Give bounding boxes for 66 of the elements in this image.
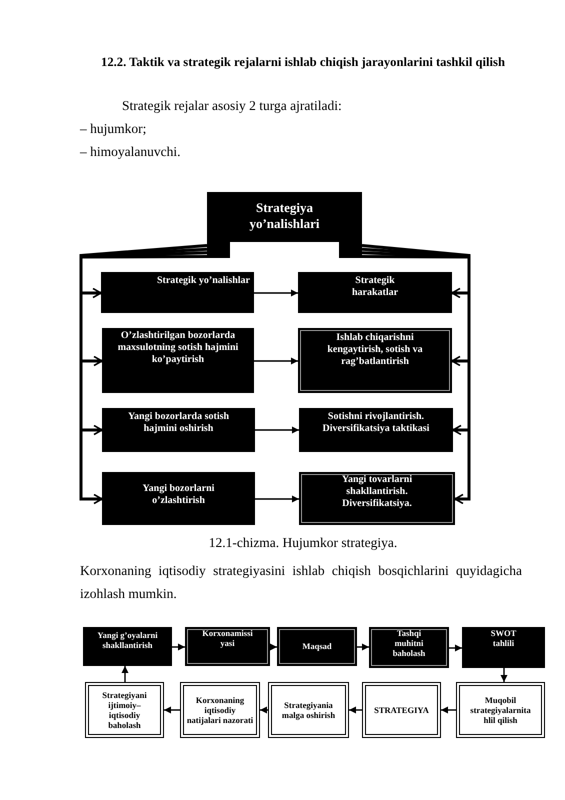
node-label: Maqsad	[302, 641, 332, 652]
process-box	[299, 472, 455, 525]
process-box	[369, 627, 449, 668]
node-label: Strategiya yo’nalishlari	[248, 200, 321, 232]
process-box	[102, 408, 255, 452]
arrow	[349, 706, 362, 714]
process-box	[299, 408, 453, 452]
process-box	[298, 272, 452, 313]
node-label: Sotishni rivojlantirish. Diversifikatsiya taktikasi	[322, 411, 430, 435]
process-box	[101, 272, 254, 313]
arrow	[441, 706, 456, 714]
node-label: Strategik yo’nalishlar	[156, 275, 250, 287]
arrow	[254, 358, 298, 364]
node-label: Ishlab chiqarishni kengaytirish, sotish va rag’batlantirish	[326, 332, 424, 368]
list-item: – hujumkor;	[80, 121, 146, 137]
node-label: Muqobil strategiyalarnita hlil qilish	[469, 694, 532, 726]
arrow	[449, 644, 462, 652]
arrow	[500, 668, 508, 682]
process-box	[102, 472, 255, 525]
arrow	[255, 496, 299, 502]
node-label: Korxonamissi yasi	[201, 628, 254, 648]
process-box	[277, 627, 357, 666]
arrow	[357, 644, 369, 650]
arrow	[80, 244, 208, 298]
arrow	[80, 255, 207, 504]
node-label: Korxonaning iqtisodiy natijalari nazorati	[186, 694, 254, 726]
arrow	[80, 251, 208, 436]
arrow	[362, 251, 470, 436]
heading-box	[207, 192, 362, 258]
node-label: SWOT tahlili	[490, 628, 518, 648]
arrow	[80, 248, 208, 366]
arrow	[255, 426, 299, 434]
process-box	[102, 328, 254, 393]
process-box	[362, 682, 441, 738]
node-label: Yangi bozorlarda sotish hajmini oshirish	[126, 411, 230, 435]
process-box	[83, 627, 172, 666]
list-item: – himoyalanuvchi.	[80, 144, 180, 160]
node-label: STRATEGIYA	[374, 704, 429, 716]
arrow	[254, 290, 298, 296]
arrow	[172, 644, 185, 650]
process-box	[456, 682, 545, 738]
arrow	[362, 248, 470, 366]
process-box	[85, 682, 164, 738]
arrow	[362, 244, 470, 298]
process-box	[185, 627, 270, 666]
figure-caption: 12.1-chizma. Hujumkor strategiya.	[208, 535, 398, 551]
process-box	[298, 328, 452, 393]
section-title: 12.2. Taktik va strategik rejalarni ishlab chiqish jarayonlarini tashkil qilish	[100, 54, 506, 70]
arrow	[260, 706, 268, 714]
node-label: Tashqi muhitni baholash	[392, 628, 426, 659]
process-box	[180, 682, 260, 738]
arrow	[164, 706, 180, 714]
node-label: Yangi g’oyalarni shakllantirish	[96, 630, 159, 650]
node-label: O’zlashtirilgan bozorlarda maxsulotning sotish hajmini ko’paytirish	[116, 330, 240, 366]
node-label: Strategik harakatlar	[350, 275, 400, 299]
body-text: Strategik rejalar asosiy 2 turga ajratiladi:	[122, 98, 342, 114]
arrow	[270, 644, 277, 650]
body-text: Korxonaning iqtisodiy strategiyasini ishlab chiqish bosqichlarini quyidagicha izohlash mumkin.	[80, 562, 522, 603]
node-label: Strategiyani ijtimoiy– iqtisodiy baholash	[101, 690, 148, 730]
node-label: Yangi tovarlarni shakllantirish. Diversifikatsiya.	[340, 474, 414, 510]
node-label: Strategiyania malga oshirish	[280, 700, 336, 720]
process-box	[268, 682, 349, 738]
arrow	[122, 666, 128, 682]
process-box	[462, 627, 545, 668]
arrow	[362, 255, 470, 504]
node-label: Yangi bozorlarni o’zlashtirish	[142, 483, 216, 507]
